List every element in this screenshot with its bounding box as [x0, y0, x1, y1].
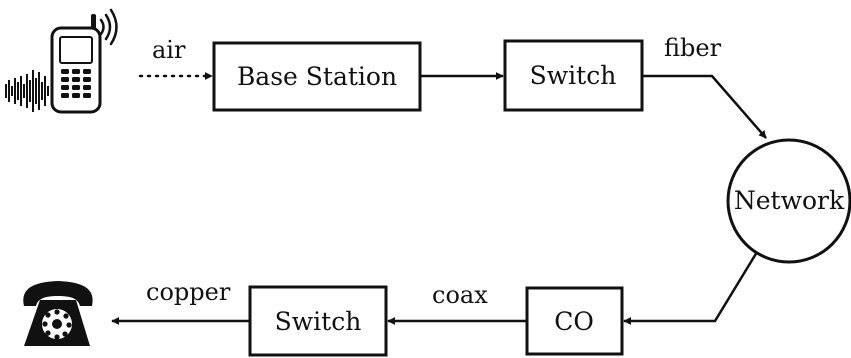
network-to-co-link	[623, 251, 759, 325]
co-label: CO	[554, 307, 594, 336]
base-station-node: Base Station	[212, 41, 422, 112]
fiber-label: fiber	[664, 34, 722, 62]
fiber-link	[642, 74, 767, 139]
copper-label: copper	[146, 278, 231, 306]
signal-waves-icon	[99, 8, 118, 46]
mobile-phone-icon	[50, 14, 102, 114]
switch-bottom-label: Switch	[275, 307, 362, 336]
air-label: air	[152, 36, 186, 64]
switch-top-node: Switch	[503, 39, 644, 112]
rotary-telephone-icon	[23, 281, 93, 346]
network-label: Network	[734, 186, 845, 215]
base-station-label: Base Station	[237, 62, 397, 91]
coax-label: coax	[432, 281, 488, 309]
switch-bottom-node: Switch	[248, 285, 388, 357]
noise-waveform-icon	[5, 70, 49, 112]
co-node: CO	[525, 286, 624, 356]
switch-top-label: Switch	[530, 61, 617, 90]
network-node: Network	[726, 138, 851, 264]
